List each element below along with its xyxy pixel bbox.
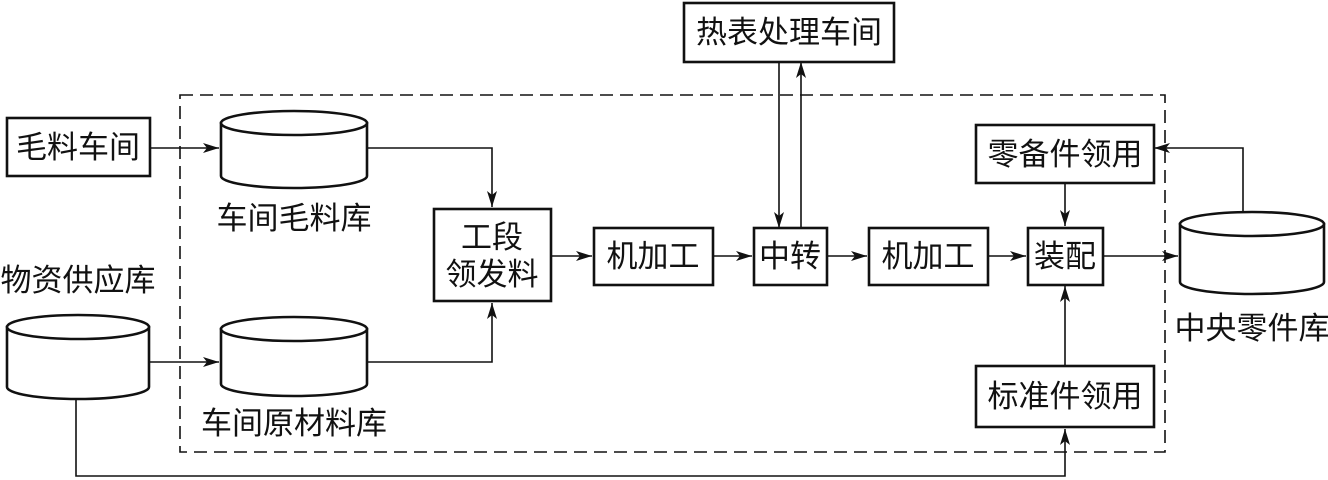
supply-store-cylinder — [5, 313, 151, 401]
machining-2-label: 机加工 — [882, 239, 975, 275]
arrow-central-to-spare — [1154, 143, 1244, 236]
spare-parts-box: 零备件领用 — [974, 123, 1156, 185]
transfer-label: 中转 — [759, 239, 821, 275]
workshop-blank-store-cylinder — [219, 109, 369, 190]
arrow-blankstore-to-section — [368, 147, 497, 207]
workshop-raw-store-label: 车间原材料库 — [201, 406, 387, 442]
standard-parts-box: 标准件领用 — [974, 364, 1156, 429]
section-issue-label-line1: 工段 — [461, 220, 523, 256]
section-issue-label-line2: 领发料 — [446, 257, 539, 293]
central-store-label: 中央零件库 — [1175, 311, 1328, 347]
assembly-label: 装配 — [1034, 239, 1096, 275]
section-issue-box: 工段 领发料 — [432, 207, 553, 303]
spare-parts-label: 零备件领用 — [988, 137, 1143, 173]
connectors — [75, 62, 1244, 477]
workshop-boundary — [179, 94, 1166, 453]
heat-treatment-box: 热表处理车间 — [682, 1, 896, 64]
standard-parts-label: 标准件领用 — [988, 379, 1143, 415]
assembly-box: 装配 — [1026, 226, 1105, 287]
blank-workshop-box: 毛料车间 — [5, 116, 152, 178]
machining-1-label: 机加工 — [607, 239, 700, 275]
supply-store-label: 物资供应库 — [1, 263, 156, 299]
blank-workshop-label: 毛料车间 — [16, 130, 140, 166]
machining-2-box: 机加工 — [867, 226, 990, 287]
transfer-box: 中转 — [752, 226, 829, 287]
machining-1-box: 机加工 — [592, 226, 715, 287]
arrow-supply-to-standard — [75, 398, 1070, 477]
arrow-rawstore-to-section — [368, 303, 497, 363]
heat-treatment-label: 热表处理车间 — [696, 15, 882, 51]
central-store-cylinder — [1178, 210, 1326, 296]
workshop-blank-store-label: 车间毛料库 — [217, 201, 372, 237]
workshop-raw-store-cylinder — [219, 315, 369, 398]
